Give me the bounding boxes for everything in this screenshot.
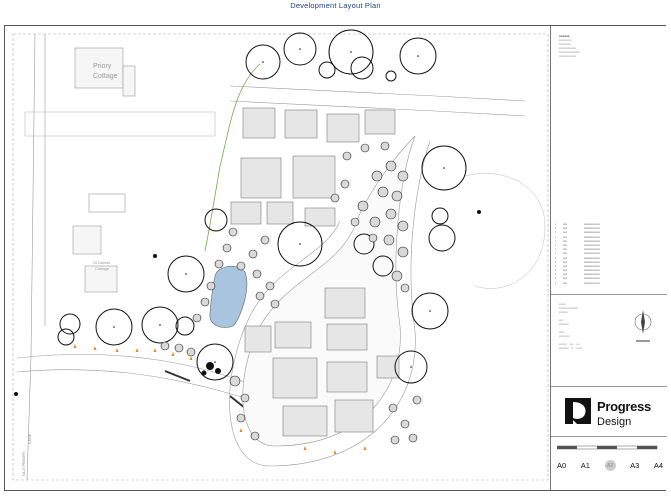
- road-label-2: LANE: [27, 433, 32, 444]
- logo-wordmark: Progress: [597, 399, 651, 414]
- notes-block: ■■■■■■ ▪▪▪▪▪▪▪▪▪▪▪▪ ▪▪▪▪▪▪▪▪▪▪▪ ▪▪▪▪▪▪▪▪…: [559, 34, 581, 58]
- logo-tagline: Design: [597, 416, 632, 428]
- sheet-size-a2: A2: [604, 460, 616, 471]
- sheet-size-selector: A0 A1 A2 A3 A4: [557, 460, 663, 471]
- priory-cottage-label: Priory: [93, 63, 112, 70]
- sheet-size-a4: A4: [653, 461, 663, 470]
- sheet-size-a3: A3: [630, 461, 640, 470]
- project-details: ▪▪▪▪▪▪ ▪▪▪▪▪▪▪▪▪▪▪▪▪▪▪▪▪▪ ▪▪▪▪▪▪▪▪ ▪▪▪▪ …: [559, 302, 582, 350]
- title-block: ■■■■■■ ▪▪▪▪▪▪▪▪▪▪▪▪ ▪▪▪▪▪▪▪▪▪▪▪ ▪▪▪▪▪▪▪▪…: [550, 26, 667, 490]
- page-title: Development Layout Plan: [290, 1, 381, 10]
- progress-logo-icon: [565, 398, 591, 424]
- sheet-size-a1: A1: [580, 461, 590, 470]
- north-arrow-icon: [634, 310, 652, 342]
- scale-bar: [557, 445, 658, 450]
- st-davids-label-2: Cottage: [95, 266, 110, 271]
- drawing-sheet: Priory Cottage St Davids Cottage OLD PRI…: [4, 25, 667, 491]
- priory-cottage-label-2: Cottage: [93, 73, 118, 80]
- company-logo: Progress Design: [559, 392, 663, 432]
- revision-table: ▪▪▪▪▪▪▪▪▪▪▪▪▪▪▪▪▪▪▪▪▪ ▪▪▪▪▪▪▪▪▪▪▪▪▪▪▪▪▪▪…: [555, 222, 600, 285]
- road-label: OLD PRIORY: [21, 451, 26, 476]
- site-plan-drawing: Priory Cottage St Davids Cottage OLD PRI…: [12, 29, 549, 481]
- sheet-size-a0: A0: [557, 461, 567, 470]
- st-davids-label: St Davids: [93, 260, 110, 265]
